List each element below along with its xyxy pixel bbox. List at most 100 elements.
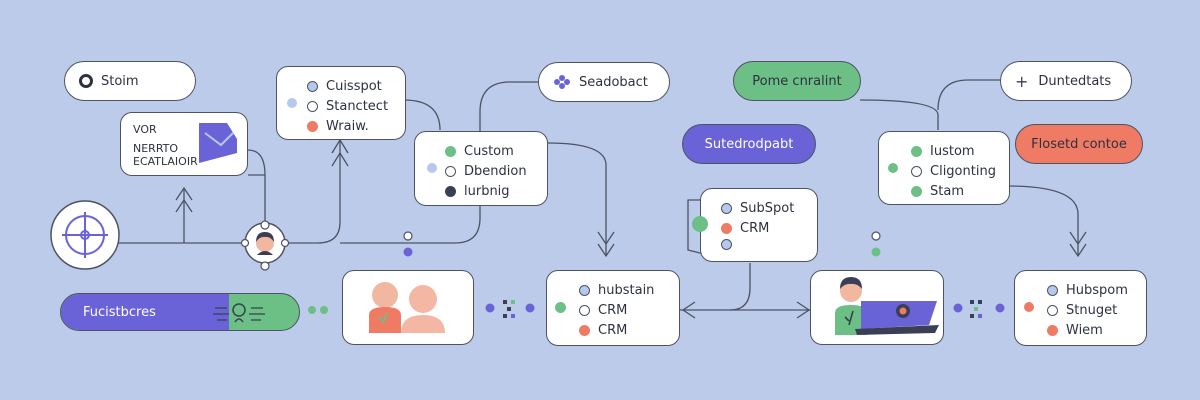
arrowhead xyxy=(681,301,696,319)
cuisspot-card[interactable]: Cuisspot Stanctect Wraiw. xyxy=(276,66,406,140)
dots-cluster-icon xyxy=(554,75,570,89)
status-dot xyxy=(445,145,456,157)
pome-cnralint-label: Pome cnralint xyxy=(752,73,842,89)
seadobact-pill[interactable]: Seadobact xyxy=(538,62,670,102)
connector xyxy=(687,199,709,256)
connector xyxy=(937,79,1000,111)
pome-cnralint-pill[interactable]: Pome cnralint xyxy=(733,61,861,101)
arrowhead xyxy=(331,138,349,154)
status-dot xyxy=(911,165,922,177)
connector xyxy=(729,263,751,311)
connector xyxy=(286,140,341,244)
status-dot xyxy=(579,284,590,296)
list-item[interactable]: Cuisspot xyxy=(307,77,405,95)
arrowhead xyxy=(331,151,349,167)
list-item[interactable]: SubSpot xyxy=(721,199,817,217)
flosetd-contoe-pill[interactable]: Flosetd contoe xyxy=(1015,124,1143,164)
storm-label: Stoim xyxy=(101,73,139,89)
side-dot xyxy=(555,302,566,313)
status-dot xyxy=(307,100,318,112)
hub-avatar-icon xyxy=(240,220,290,271)
list-item[interactable]: CRM xyxy=(721,219,817,237)
list-item[interactable]: hubstain xyxy=(579,281,679,299)
subsspot-card[interactable]: SubSpot CRM xyxy=(700,188,818,262)
side-dot xyxy=(888,163,898,173)
connector-dots xyxy=(308,231,1005,318)
seadobact-label: Seadobact xyxy=(579,74,648,90)
fucistbcres-pill[interactable]: Fucistbcres xyxy=(60,293,300,331)
list-item[interactable]: CRM xyxy=(579,321,679,339)
status-dot xyxy=(307,120,318,132)
connector xyxy=(479,81,540,132)
side-dot xyxy=(427,163,437,173)
status-dot xyxy=(307,80,318,92)
lustom-card[interactable]: Iustom Cligonting Stam xyxy=(878,131,1010,205)
fucistbcres-purple-segment xyxy=(61,294,229,330)
target-icon xyxy=(50,200,120,270)
arrowhead xyxy=(175,186,193,201)
connector xyxy=(1007,185,1079,256)
fucistbcres-label: Fucistbcres xyxy=(83,304,156,320)
status-dot xyxy=(445,165,456,177)
status-dot xyxy=(579,304,590,316)
storm-pill[interactable]: Stoim xyxy=(64,61,196,101)
status-dot xyxy=(911,185,922,197)
list-item[interactable]: Stnuget xyxy=(1047,301,1146,319)
person-broadcast-icon xyxy=(213,303,265,323)
status-dot xyxy=(721,202,732,214)
status-dot xyxy=(1047,304,1058,316)
list-item[interactable]: Stanctect xyxy=(307,97,405,115)
connector xyxy=(547,142,607,256)
side-dot xyxy=(287,98,297,108)
status-dot xyxy=(445,185,456,197)
vor-line-1: VOR xyxy=(133,123,157,136)
hubspom-card[interactable]: Hubspom Stnuget Wiem xyxy=(1014,270,1147,346)
arrowhead xyxy=(597,231,615,246)
status-dot xyxy=(1047,284,1058,296)
list-item[interactable]: Iustom xyxy=(911,142,1009,160)
sutedrodpabt-pill[interactable]: Sutedrodpabt xyxy=(682,124,816,164)
list-item[interactable]: Wraiw. xyxy=(307,117,405,135)
list-item[interactable]: Wiem xyxy=(1047,321,1146,339)
plus-icon: + xyxy=(1015,71,1029,91)
custom-card[interactable]: Custom Dbendion lurbnig xyxy=(414,131,548,206)
people-card[interactable] xyxy=(342,270,474,345)
duntedtats-label: Duntedtats xyxy=(1038,73,1112,89)
list-item[interactable]: Custom xyxy=(445,142,547,160)
status-dot xyxy=(721,239,732,250)
flosetd-contoe-label: Flosetd contoe xyxy=(1031,136,1127,152)
list-item[interactable]: Hubspom xyxy=(1047,281,1146,299)
list-item[interactable]: Stam xyxy=(911,182,1009,200)
record-icon xyxy=(79,74,93,88)
side-dot xyxy=(692,216,708,232)
arrowhead xyxy=(1069,231,1087,246)
arrowhead xyxy=(796,301,811,319)
list-item[interactable]: Cligonting xyxy=(911,162,1009,180)
list-item[interactable]: Dbendion xyxy=(445,162,547,180)
side-dot xyxy=(1024,302,1034,312)
connector xyxy=(340,205,481,244)
person-laptop-card[interactable] xyxy=(810,270,944,345)
status-dot xyxy=(579,324,590,336)
arrowhead xyxy=(1069,243,1087,258)
duntedtats-pill[interactable]: + Duntedtats xyxy=(1000,61,1132,101)
sutedrodpabt-label: Sutedrodpabt xyxy=(704,136,794,152)
status-dot xyxy=(1047,324,1058,336)
connector xyxy=(247,149,266,222)
hubstain-card[interactable]: hubstain CRM CRM xyxy=(546,270,680,346)
connector xyxy=(859,99,939,130)
two-people-icon xyxy=(369,282,445,333)
vor-card[interactable]: VOR NERRTO ECATLAIOIR xyxy=(120,112,248,176)
arrowhead xyxy=(175,198,193,213)
list-item[interactable]: lurbnig xyxy=(445,182,547,200)
purple-document-icon xyxy=(199,123,237,163)
person-laptop-icon xyxy=(835,277,939,335)
vor-line-3: ECATLAIOIR xyxy=(133,155,198,168)
status-dot xyxy=(911,145,922,157)
connector xyxy=(403,99,441,131)
vor-line-2: NERRTO xyxy=(133,142,179,155)
list-item[interactable]: CRM xyxy=(579,301,679,319)
arrowhead xyxy=(597,243,615,258)
